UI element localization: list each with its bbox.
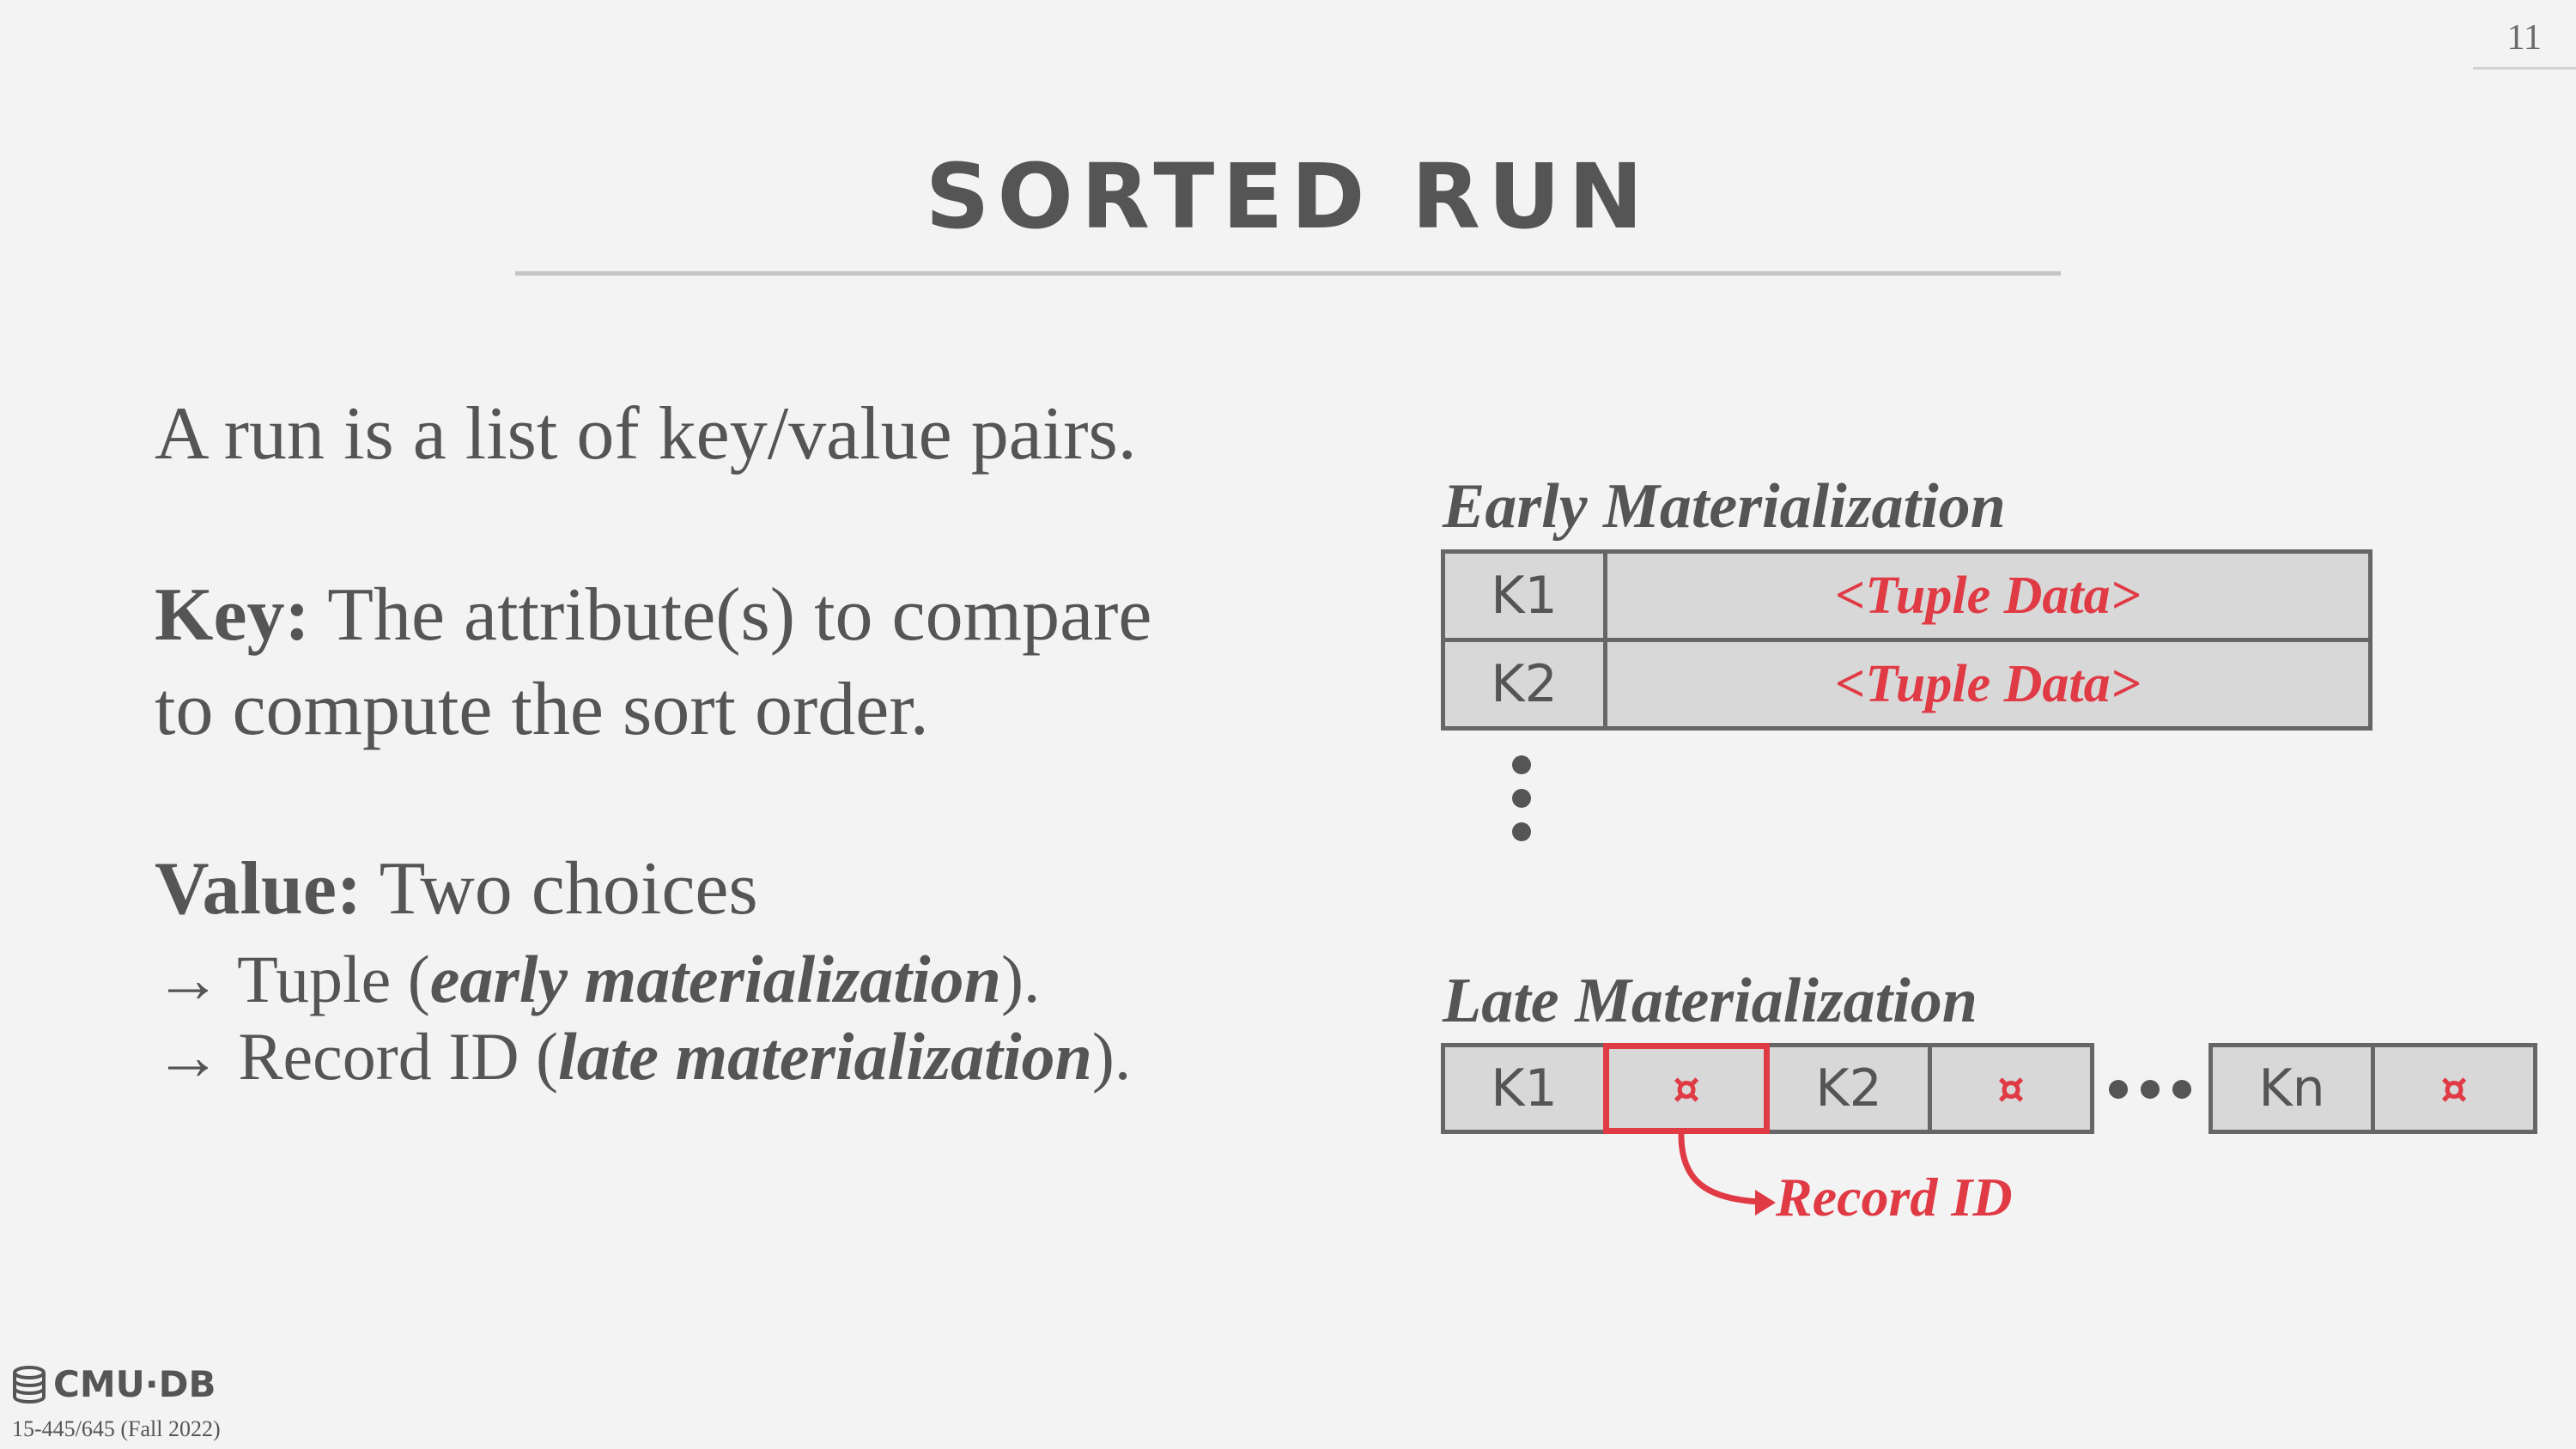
key-label: K2	[1491, 654, 1558, 714]
logo-text: CMU·DB	[53, 1363, 216, 1405]
vertical-ellipsis-dot	[1512, 789, 1531, 808]
key-term: Key:	[155, 573, 310, 657]
horizontal-ellipsis-dot	[2109, 1080, 2128, 1099]
arrow-icon: →	[155, 1019, 222, 1094]
bullet-text-end: ).	[1000, 942, 1041, 1016]
tuple-data-label: <Tuple Data>	[1835, 654, 2141, 713]
value-description: Two choices	[361, 847, 758, 931]
early-materialization-heading: Early Materialization	[1443, 471, 2006, 542]
value-term: Value:	[155, 847, 362, 931]
record-id-icon: ¤	[1997, 1064, 2025, 1113]
bullet-text: Record ID (	[222, 1019, 559, 1094]
record-id-highlight	[1603, 1043, 1770, 1134]
tuple-data-label: <Tuple Data>	[1835, 566, 2141, 625]
late-record-id-cell: ¤	[2371, 1043, 2537, 1134]
title-divider	[515, 271, 2061, 276]
late-key-cell: K2	[1765, 1043, 1932, 1134]
key-line: Key: The attribute(s) to compare	[155, 572, 1152, 658]
value-line: Value: Two choices	[155, 846, 758, 932]
early-key-cell: K2	[1441, 638, 1607, 731]
record-id-label: Record ID	[1776, 1167, 2013, 1228]
bullet-text-end: ).	[1091, 1019, 1132, 1094]
bullet-emphasis: early materialization	[429, 942, 1001, 1016]
early-key-cell: K1	[1441, 549, 1607, 642]
bullet-emphasis: late materialization	[558, 1019, 1092, 1094]
late-key-cell: K1	[1441, 1043, 1607, 1134]
vertical-ellipsis-dot	[1512, 822, 1531, 841]
vertical-ellipsis-dot	[1512, 755, 1531, 774]
key-label: Kn	[2258, 1058, 2325, 1119]
early-tuple-cell: <Tuple Data>	[1603, 638, 2372, 731]
database-icon	[13, 1365, 46, 1404]
late-record-id-cell: ¤	[1928, 1043, 2094, 1134]
bullet-tuple: → Tuple (early materialization).	[155, 941, 1040, 1018]
record-id-icon: ¤	[1673, 1064, 1700, 1113]
arrow-icon: →	[155, 942, 222, 1016]
key-label: K2	[1815, 1058, 1882, 1119]
bullet-text: Tuple (	[222, 942, 430, 1016]
horizontal-ellipsis-dot	[2141, 1080, 2160, 1099]
bullet-record-id: → Record ID (late materialization).	[155, 1018, 1131, 1095]
key-description-1: The attribute(s) to compare	[309, 573, 1152, 657]
run-definition: A run is a list of key/value pairs.	[155, 392, 1137, 476]
cmu-db-logo: CMU·DB	[10, 1363, 216, 1405]
page-number-divider	[2473, 67, 2576, 70]
early-tuple-cell: <Tuple Data>	[1603, 549, 2372, 642]
key-label: K1	[1491, 1058, 1558, 1119]
horizontal-ellipsis-dot	[2172, 1080, 2191, 1099]
key-description-2: to compute the sort order.	[155, 668, 929, 751]
key-label: K1	[1491, 566, 1558, 626]
slide-title: SORTED RUN	[925, 144, 1651, 249]
record-id-icon: ¤	[2440, 1064, 2468, 1113]
page-number: 11	[2506, 18, 2542, 58]
course-label: 15-445/645 (Fall 2022)	[12, 1416, 221, 1441]
late-key-cell: Kn	[2208, 1043, 2375, 1134]
late-materialization-heading: Late Materialization	[1443, 966, 1978, 1036]
record-id-arrow-icon	[1678, 1131, 1776, 1216]
